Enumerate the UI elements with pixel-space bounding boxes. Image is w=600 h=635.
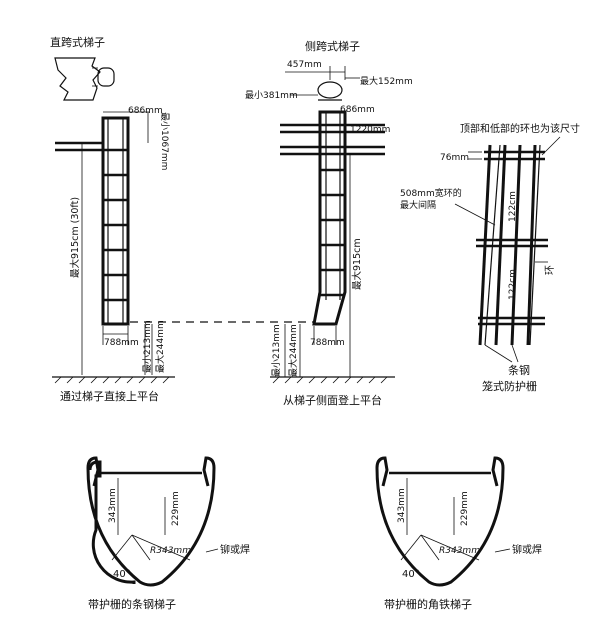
dim-122-top: 122cm xyxy=(508,191,518,222)
dim-229-bar: 229mm xyxy=(171,491,181,526)
rivet-weld-bar: 铆或焊 xyxy=(220,543,250,556)
bar-cage-outline xyxy=(86,467,216,587)
bar-cage-plan-figure: 343mm 229mm R343mm 40° 铆或焊 带护栅的条钢梯子 xyxy=(86,456,250,611)
platform-sketch xyxy=(54,57,101,101)
dim-76: 76mm xyxy=(440,153,469,163)
dim-788: 788mm xyxy=(104,338,139,348)
detail-line xyxy=(114,376,122,384)
dim-max244: 最大244mm xyxy=(154,320,166,373)
angle-cage-plan-figure: 343mm 229mm R343mm 40° 铆或焊 带护栅的角铁梯子 xyxy=(375,456,542,611)
rivet-weld-angle: 铆或焊 xyxy=(512,543,542,556)
dim-229-angle: 229mm xyxy=(460,491,470,526)
through-caption: 通过梯子直接上平台 xyxy=(60,389,159,403)
detail-line xyxy=(400,534,422,561)
dim-122-bottom: 122cm xyxy=(508,269,518,300)
detail-line xyxy=(102,376,110,384)
cage-outline xyxy=(375,456,389,487)
detail-line xyxy=(54,376,62,384)
cage-outline xyxy=(88,460,136,584)
dim-1220: 1220mm xyxy=(350,125,390,135)
side-platform-sketch xyxy=(317,81,343,99)
detail-line xyxy=(90,376,98,384)
detail-line xyxy=(138,376,146,384)
detail-line xyxy=(420,534,440,561)
detail-line xyxy=(511,344,519,363)
detail-line xyxy=(484,344,513,363)
dim-min213: 最小213mm xyxy=(142,320,153,373)
detail-line xyxy=(78,376,86,384)
detail-line xyxy=(111,534,133,561)
detail-line xyxy=(332,376,340,384)
detail-line xyxy=(54,376,170,384)
hatch-sketch xyxy=(97,67,115,87)
side-caption: 从梯子侧面登上平台 xyxy=(283,393,382,407)
detail-line xyxy=(494,548,511,553)
side-ladder-title: 侧跨式梯子 xyxy=(305,40,360,53)
through-ladder-body xyxy=(101,116,130,326)
ladder-rungs xyxy=(103,148,128,302)
dim-r343-bar: R343mm xyxy=(150,546,191,556)
cage-guard-figure: 顶部和低部的环也为该尺寸 76mm 508mm宽环的 最大间隔 122cm 12… xyxy=(400,122,580,393)
dim-343-bar: 343mm xyxy=(108,488,118,523)
dim-r343-angle: R343mm xyxy=(439,546,480,556)
side-ladder-rungs xyxy=(318,168,345,297)
detail-line xyxy=(320,376,328,384)
ring-spacing-note-1: 508mm宽环的 xyxy=(400,187,462,199)
detail-line xyxy=(284,376,292,384)
dim-min1067: 最小1067mm xyxy=(159,112,170,170)
dim-788-side: 788mm xyxy=(310,338,345,348)
detail-line xyxy=(131,534,191,561)
detail-line xyxy=(272,376,280,384)
detail-line xyxy=(126,376,134,384)
dim-343-angle: 343mm xyxy=(397,488,407,523)
dim-min213-side: 最小213mm xyxy=(271,324,282,377)
detail-line xyxy=(368,376,376,384)
angle-40-bar: 40° xyxy=(113,569,131,580)
dim-max915-30ft: 最大915cm (30ft) xyxy=(69,197,81,278)
detail-line xyxy=(356,376,364,384)
detail-line xyxy=(344,376,352,384)
dim-686-side: 686mm xyxy=(340,105,375,115)
dim-max915: 最大915cm xyxy=(351,238,363,290)
through-ladder-figure: 直跨式梯子 686mm 最小1067mm 最大915cm (30ft) xyxy=(50,35,315,403)
detail-line xyxy=(66,376,74,384)
angle-cage-caption: 带护栅的角铁梯子 xyxy=(384,597,472,611)
ring-label: 环 xyxy=(545,265,556,275)
dim-max244-side: 最大244mm xyxy=(287,324,299,377)
detail-line xyxy=(272,376,388,384)
detail-line xyxy=(454,203,496,226)
detail-line xyxy=(205,548,219,553)
angle-40-angle: 40° xyxy=(402,569,420,580)
bar-steel-label: 条钢 xyxy=(508,363,530,377)
detail-line xyxy=(131,534,151,561)
detail-line xyxy=(380,376,388,384)
detail-line xyxy=(296,376,304,384)
bar-cage-caption: 带护栅的条钢梯子 xyxy=(88,597,176,611)
detail-line xyxy=(150,376,158,384)
detail-line xyxy=(308,376,316,384)
dim-457: 457mm xyxy=(287,60,322,70)
cage-outline xyxy=(491,456,505,487)
detail-line xyxy=(420,534,480,561)
angle-cage-outline xyxy=(375,467,505,587)
side-ladder-figure: 侧跨式梯子 457mm 最大152mm 最小381mm 686mm 1220mm xyxy=(245,40,413,407)
cage-outline xyxy=(202,456,216,487)
top-bottom-ring-note: 顶部和低部的环也为该尺寸 xyxy=(460,122,580,135)
dim-min381: 最小381mm xyxy=(245,90,298,101)
dim-max152: 最大152mm xyxy=(360,75,413,87)
dim-686: 686mm xyxy=(128,106,163,116)
cage-outline xyxy=(86,456,100,487)
cage-caption: 笼式防护栅 xyxy=(482,379,537,393)
detail-line xyxy=(162,376,170,384)
side-ladder-body xyxy=(312,110,347,326)
through-ladder-title: 直跨式梯子 xyxy=(50,35,105,49)
ring-spacing-note-2: 最大间隔 xyxy=(400,199,436,211)
